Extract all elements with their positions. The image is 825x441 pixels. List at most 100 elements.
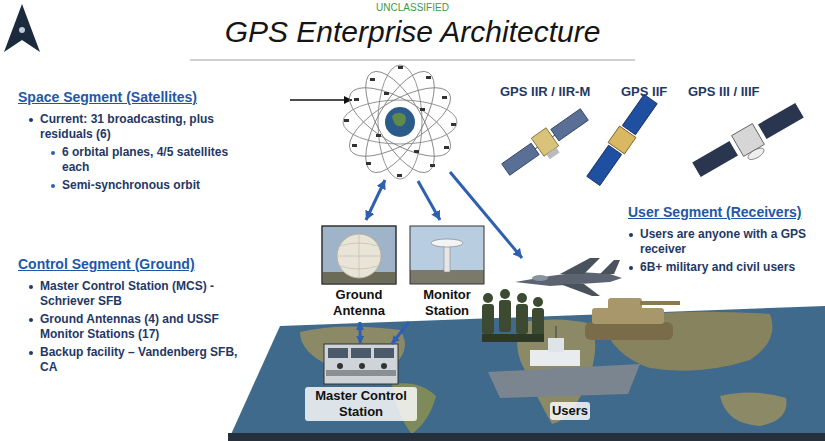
tank bbox=[640, 301, 680, 305]
satellite-constellation bbox=[352, 144, 357, 147]
world-map bbox=[720, 392, 786, 426]
satellite-constellation bbox=[343, 100, 457, 144]
soldiers bbox=[483, 293, 493, 303]
signal-arrows bbox=[418, 181, 440, 220]
master-control-photo bbox=[359, 363, 365, 369]
fighter-jet bbox=[560, 258, 600, 274]
node-caption: Ground Antenna bbox=[318, 286, 400, 320]
ship bbox=[530, 350, 580, 366]
ground-antenna-photo bbox=[322, 226, 396, 284]
ground-antenna-node: Ground Antenna bbox=[318, 224, 400, 322]
signal-link bbox=[358, 322, 361, 344]
users-node: Users bbox=[470, 252, 670, 422]
signal-arrows bbox=[366, 180, 385, 220]
satellite-iif bbox=[587, 145, 622, 185]
bullet-dot bbox=[29, 351, 33, 355]
ground-antenna-photo bbox=[322, 226, 396, 284]
satellite-constellation bbox=[344, 66, 456, 177]
satellite-label: GPS IIF bbox=[621, 84, 667, 100]
master-control-node: Master Control Station bbox=[305, 344, 417, 423]
ship bbox=[548, 338, 564, 352]
satellite-constellation bbox=[370, 78, 375, 81]
satellite-iii bbox=[690, 100, 810, 188]
soldiers bbox=[482, 334, 544, 342]
ship bbox=[555, 326, 557, 338]
node-caption: Monitor Station bbox=[404, 286, 490, 320]
satellite-iir bbox=[551, 109, 589, 141]
satellite-constellation bbox=[354, 98, 359, 101]
soldiers bbox=[482, 304, 494, 334]
bullet-text: Backup facility – Vandenberg SFB, CA bbox=[40, 345, 245, 375]
master-control-photo bbox=[328, 348, 348, 358]
bullet-dot bbox=[51, 151, 55, 155]
soldiers bbox=[532, 308, 544, 336]
pointer-arrow bbox=[290, 99, 352, 101]
monitor-station-photo bbox=[410, 226, 484, 284]
satellite-constellation bbox=[414, 150, 419, 153]
sub-bullet-text: 6 orbital planes, 4/5 satellites each bbox=[62, 145, 234, 175]
soldiers bbox=[516, 304, 528, 334]
master-control-photo bbox=[326, 370, 396, 376]
satellite-constellation bbox=[340, 74, 461, 169]
satellite-constellation bbox=[352, 62, 447, 183]
satellite-constellation bbox=[398, 66, 403, 69]
bullet-dot bbox=[629, 266, 633, 270]
ground-antenna-photo bbox=[338, 234, 380, 278]
space-force-logo bbox=[4, 4, 40, 52]
section-heading: User Segment (Receivers) bbox=[628, 203, 820, 221]
signal-link bbox=[392, 322, 409, 344]
satellite-constellation bbox=[352, 62, 447, 183]
fighter-jet bbox=[515, 272, 622, 286]
master-control-photo bbox=[324, 344, 398, 384]
satellite-constellation bbox=[397, 174, 402, 177]
satellite-constellation bbox=[392, 113, 406, 127]
master-control-photo bbox=[374, 348, 394, 358]
bullet-dot bbox=[29, 118, 33, 122]
page-title: GPS Enterprise Architecture bbox=[0, 14, 825, 50]
satellite-iif bbox=[608, 126, 636, 154]
soldiers bbox=[482, 289, 544, 342]
fighter-jet bbox=[560, 284, 600, 296]
bullet-dot bbox=[29, 285, 33, 289]
satellite-constellation bbox=[340, 62, 461, 183]
monitor-station-photo bbox=[410, 226, 484, 284]
satellite-iii bbox=[746, 146, 766, 162]
satellite-constellation bbox=[451, 123, 456, 126]
satellite-label: GPS III / IIIF bbox=[688, 84, 760, 100]
satellite-constellation bbox=[442, 96, 447, 99]
satellite-iir bbox=[502, 143, 540, 175]
bullet-text: 6B+ military and civil users bbox=[640, 260, 818, 275]
satellite-constellation bbox=[340, 62, 461, 183]
sub-bullet-text: Semi-synchronous orbit bbox=[62, 178, 234, 193]
satellite-label: GPS IIR / IIR-M bbox=[500, 84, 590, 100]
master-control-photo bbox=[351, 348, 371, 358]
satellite-iir bbox=[499, 105, 594, 183]
ground-antenna-photo bbox=[337, 234, 381, 278]
monitor-station-photo bbox=[410, 226, 484, 284]
tank bbox=[585, 298, 680, 340]
monitor-station-photo bbox=[444, 244, 450, 272]
satellite-constellation bbox=[344, 119, 349, 122]
satellite-iii bbox=[692, 140, 739, 178]
master-control-photo bbox=[337, 363, 343, 369]
space-force-logo bbox=[19, 27, 25, 33]
satellite-constellation bbox=[340, 74, 461, 169]
monitor-station-node: Monitor Station bbox=[404, 224, 490, 322]
ground-antenna-photo bbox=[322, 226, 396, 284]
tank bbox=[585, 322, 673, 340]
satellite-iir bbox=[546, 148, 559, 160]
title-rule bbox=[190, 60, 635, 61]
ship bbox=[488, 326, 640, 398]
master-control-photo bbox=[381, 363, 387, 369]
monitor-station-photo bbox=[431, 239, 463, 247]
node-caption: Users bbox=[550, 402, 590, 420]
soldiers bbox=[499, 300, 511, 332]
satellite-constellation bbox=[430, 164, 435, 167]
satellite-constellation bbox=[366, 162, 371, 165]
tank bbox=[608, 298, 642, 310]
fighter-jet bbox=[532, 275, 548, 281]
satellite-constellation bbox=[378, 65, 422, 179]
